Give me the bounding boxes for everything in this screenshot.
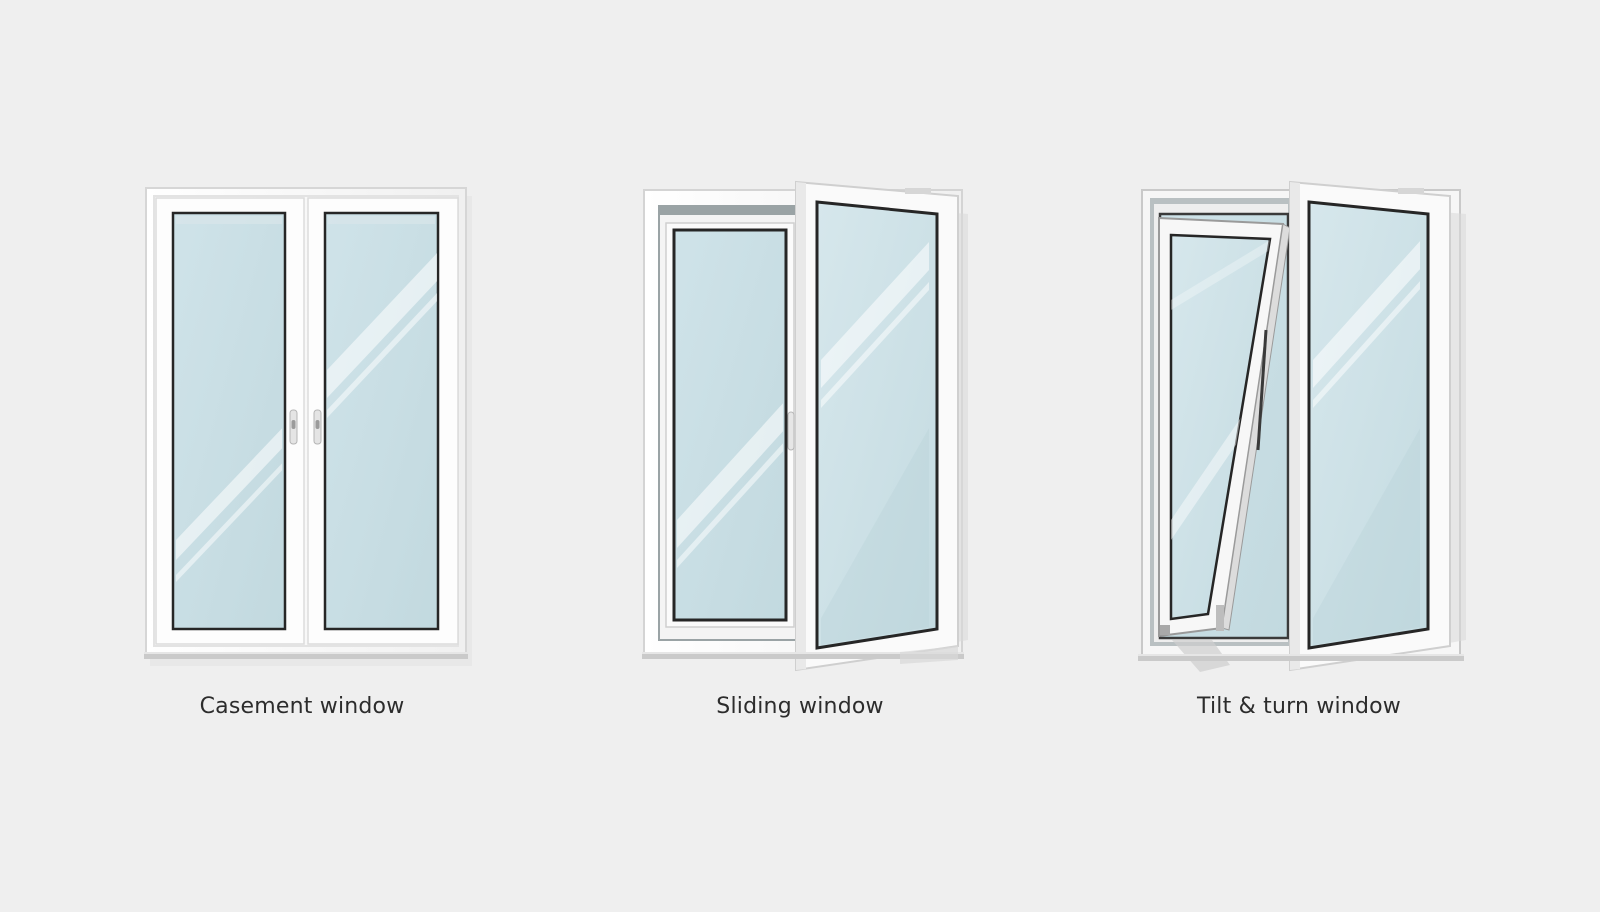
handle-icon (289, 409, 298, 445)
window-sill (144, 654, 468, 659)
sliding-window (642, 180, 968, 672)
glass-reflection (176, 428, 282, 582)
glass-reflection (1313, 230, 1420, 645)
casement-window (144, 187, 472, 666)
window-sill (1138, 656, 1464, 661)
handle-icon (313, 409, 322, 445)
handle-icon (787, 411, 795, 451)
window-sill (642, 654, 964, 659)
glass-reflection (677, 403, 783, 568)
caption-sliding-window: Sliding window (716, 694, 884, 719)
caption-tilt-turn-window: Tilt & turn window (1197, 694, 1401, 719)
glass-reflection (821, 230, 929, 645)
glass-reflection (327, 253, 437, 418)
caption-casement-window: Casement window (199, 694, 405, 719)
tilt-turn-window (1138, 180, 1466, 672)
